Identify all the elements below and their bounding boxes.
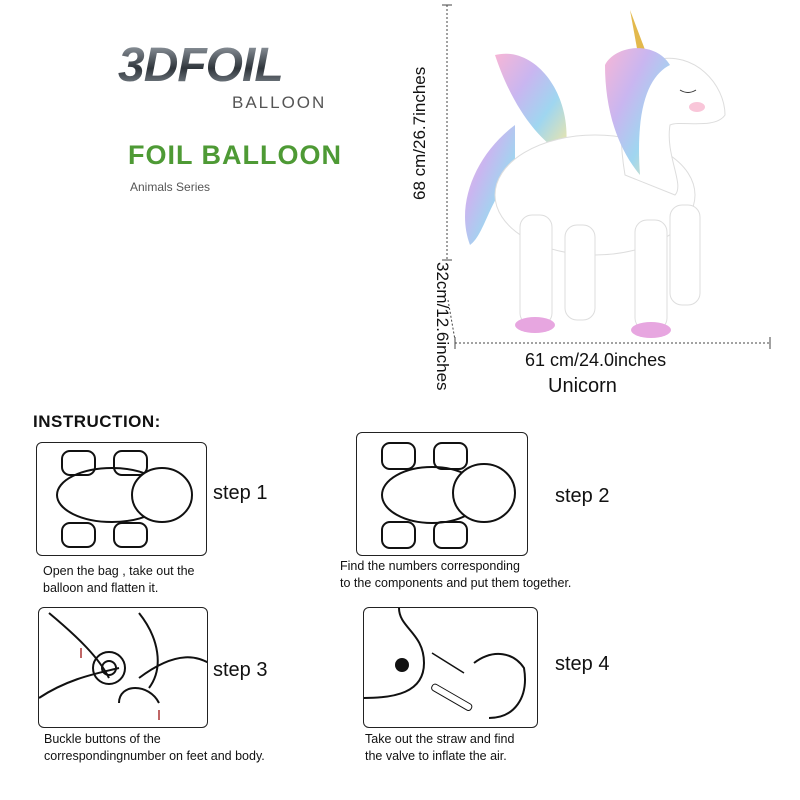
step-1-label: step 1 xyxy=(213,482,268,504)
caption-line: balloon and flatten it. xyxy=(43,581,159,595)
caption-line: Find the numbers corresponding xyxy=(340,559,520,573)
caption-line: Take out the straw and find xyxy=(365,732,515,746)
caption-line: Open the bag , take out the xyxy=(43,564,195,578)
caption-line: the valve to inflate the air. xyxy=(365,749,507,763)
instruction-heading: INSTRUCTION: xyxy=(33,412,161,431)
series-label: Animals Series xyxy=(130,180,211,194)
brand-logo: 3DFOIL xyxy=(118,42,376,90)
step-3-caption: Buckle buttons of the correspondingnumber… xyxy=(44,731,265,765)
product-title: FOIL BALLOON xyxy=(128,140,342,170)
step-1-caption: Open the bag , take out the balloon and f… xyxy=(43,563,195,597)
step-2-diagram xyxy=(356,432,528,556)
caption-line: correspondingnumber on feet and body. xyxy=(44,749,265,763)
step-2-label: step 2 xyxy=(555,485,610,507)
height-label: 68 cm/26.7inches xyxy=(410,66,429,200)
depth-label: 32cm/12.6inches xyxy=(433,262,452,391)
step-3-label: step 3 xyxy=(213,659,268,681)
step-4-label: step 4 xyxy=(555,653,610,675)
brand-logo-sub: BALLOON xyxy=(232,93,327,112)
step-1-diagram xyxy=(36,442,207,556)
width-label: 61 cm/24.0inches xyxy=(525,350,667,370)
step-3-diagram xyxy=(38,607,208,728)
caption-line: to the components and put them together. xyxy=(340,576,572,590)
caption-line: Buckle buttons of the xyxy=(44,732,161,746)
step-4-diagram xyxy=(363,607,538,728)
step-4-caption: Take out the straw and find the valve to … xyxy=(365,731,514,765)
product-name: Unicorn xyxy=(548,375,617,397)
unicorn-balloon-image xyxy=(465,10,726,338)
step-2-caption: Find the numbers corresponding to the com… xyxy=(340,558,571,592)
